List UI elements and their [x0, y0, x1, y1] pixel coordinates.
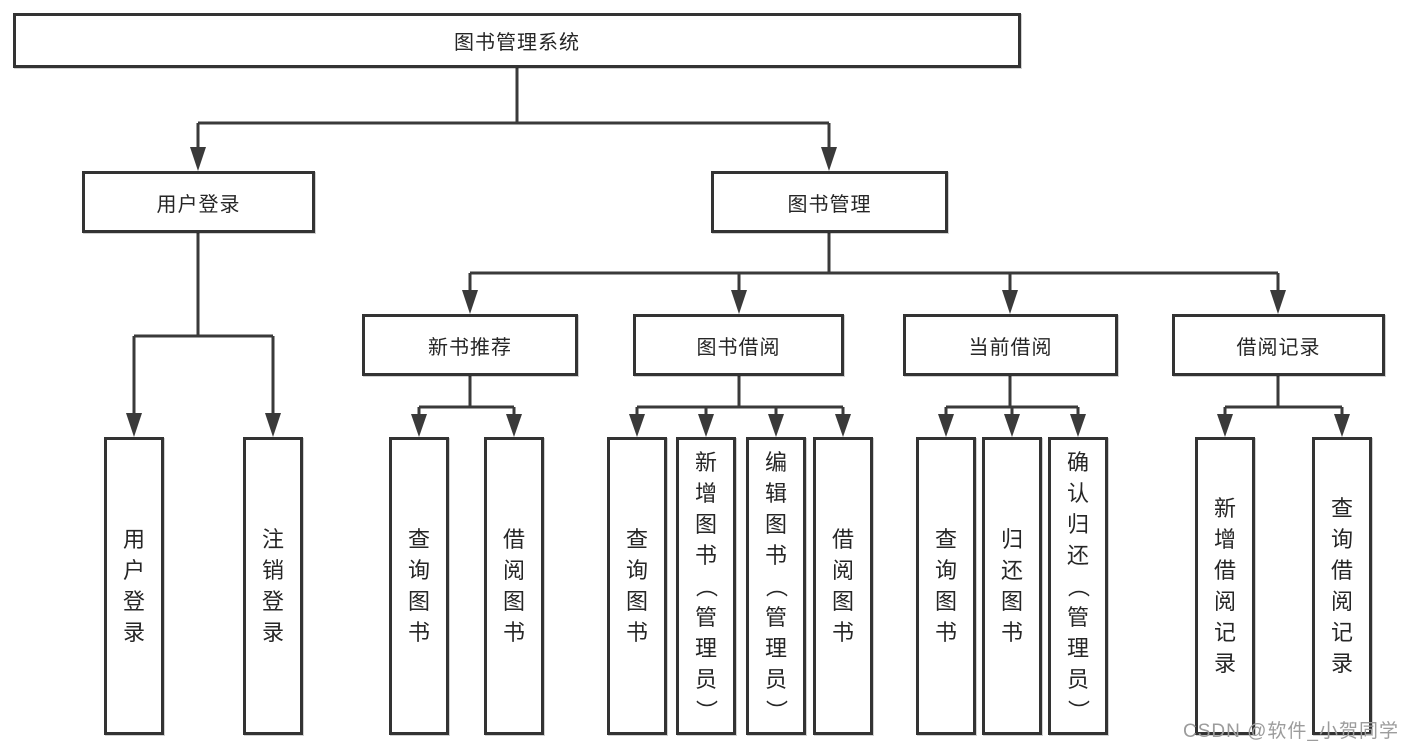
leaf-query-books: 查询图书 — [607, 437, 667, 735]
node-label: 新书推荐 — [428, 336, 512, 359]
leaf-add-borrow-record: 新增借阅记录 — [1195, 437, 1255, 735]
leaf-query-books: 查询图书 — [389, 437, 449, 735]
leaf-logout: 注销登录 — [243, 437, 303, 735]
arrowhead-icon — [190, 147, 206, 171]
arrowhead-icon — [835, 414, 851, 437]
leaf-return-books: 归还图书 — [982, 437, 1042, 735]
arrowhead-icon — [768, 414, 784, 437]
arrowhead-icon — [506, 414, 522, 437]
arrowhead-icon — [629, 414, 645, 437]
connector-book-borrow-to-leaves — [629, 376, 851, 437]
node-label: 图书管理 — [787, 193, 872, 216]
arrowhead-icon — [821, 147, 837, 171]
arrowhead-icon — [462, 290, 478, 314]
leaf-borrow-books: 借阅图书 — [813, 437, 873, 735]
node-label: 借阅记录 — [1236, 336, 1321, 359]
connector-book-mgmt-to-level3 — [462, 233, 1286, 314]
connector-user-login-to-leaves — [126, 233, 281, 437]
leaf-query-borrow-record: 查询借阅记录 — [1312, 437, 1372, 735]
node-label: 图书管理系统 — [454, 32, 580, 54]
node-new-book-recommendation: 新书推荐 — [362, 314, 578, 376]
node-current-borrowing: 当前借阅 — [903, 314, 1118, 376]
arrowhead-icon — [1002, 290, 1018, 314]
leaf-add-book-admin: 新增图书（管理员） — [676, 437, 736, 735]
node-user-login: 用户登录 — [82, 171, 315, 233]
leaf-confirm-return-admin: 确认归还（管理员） — [1048, 437, 1108, 735]
connector-root-to-level2 — [190, 68, 837, 171]
node-book-borrowing: 图书借阅 — [633, 314, 844, 376]
leaf-edit-book-admin: 编辑图书（管理员） — [746, 437, 806, 735]
arrowhead-icon — [126, 413, 142, 437]
leaf-borrow-books: 借阅图书 — [484, 437, 544, 735]
node-label: 当前借阅 — [968, 336, 1053, 359]
connector-current-borrow-to-leaves — [938, 376, 1086, 437]
leaf-query-books: 查询图书 — [916, 437, 976, 735]
leaf-user-login: 用户登录 — [104, 437, 164, 735]
node-library-management-system: 图书管理系统 — [13, 13, 1021, 68]
arrowhead-icon — [1070, 414, 1086, 437]
arrowhead-icon — [411, 414, 427, 437]
arrowhead-icon — [698, 414, 714, 437]
arrowhead-icon — [938, 414, 954, 437]
node-label: 图书借阅 — [696, 336, 781, 359]
csdn-watermark: CSDN @软件_小贺同学 — [1183, 721, 1399, 742]
connector-new-book-to-leaves — [411, 376, 522, 437]
node-borrowing-records: 借阅记录 — [1172, 314, 1385, 376]
arrowhead-icon — [1217, 414, 1233, 437]
node-book-management: 图书管理 — [711, 171, 948, 233]
arrowhead-icon — [731, 290, 747, 314]
arrowhead-icon — [1004, 414, 1020, 437]
node-label: 用户登录 — [156, 193, 241, 216]
connector-borrow-records-to-leaves — [1217, 376, 1350, 437]
arrowhead-icon — [1270, 290, 1286, 314]
arrowhead-icon — [1334, 414, 1350, 437]
arrowhead-icon — [265, 413, 281, 437]
